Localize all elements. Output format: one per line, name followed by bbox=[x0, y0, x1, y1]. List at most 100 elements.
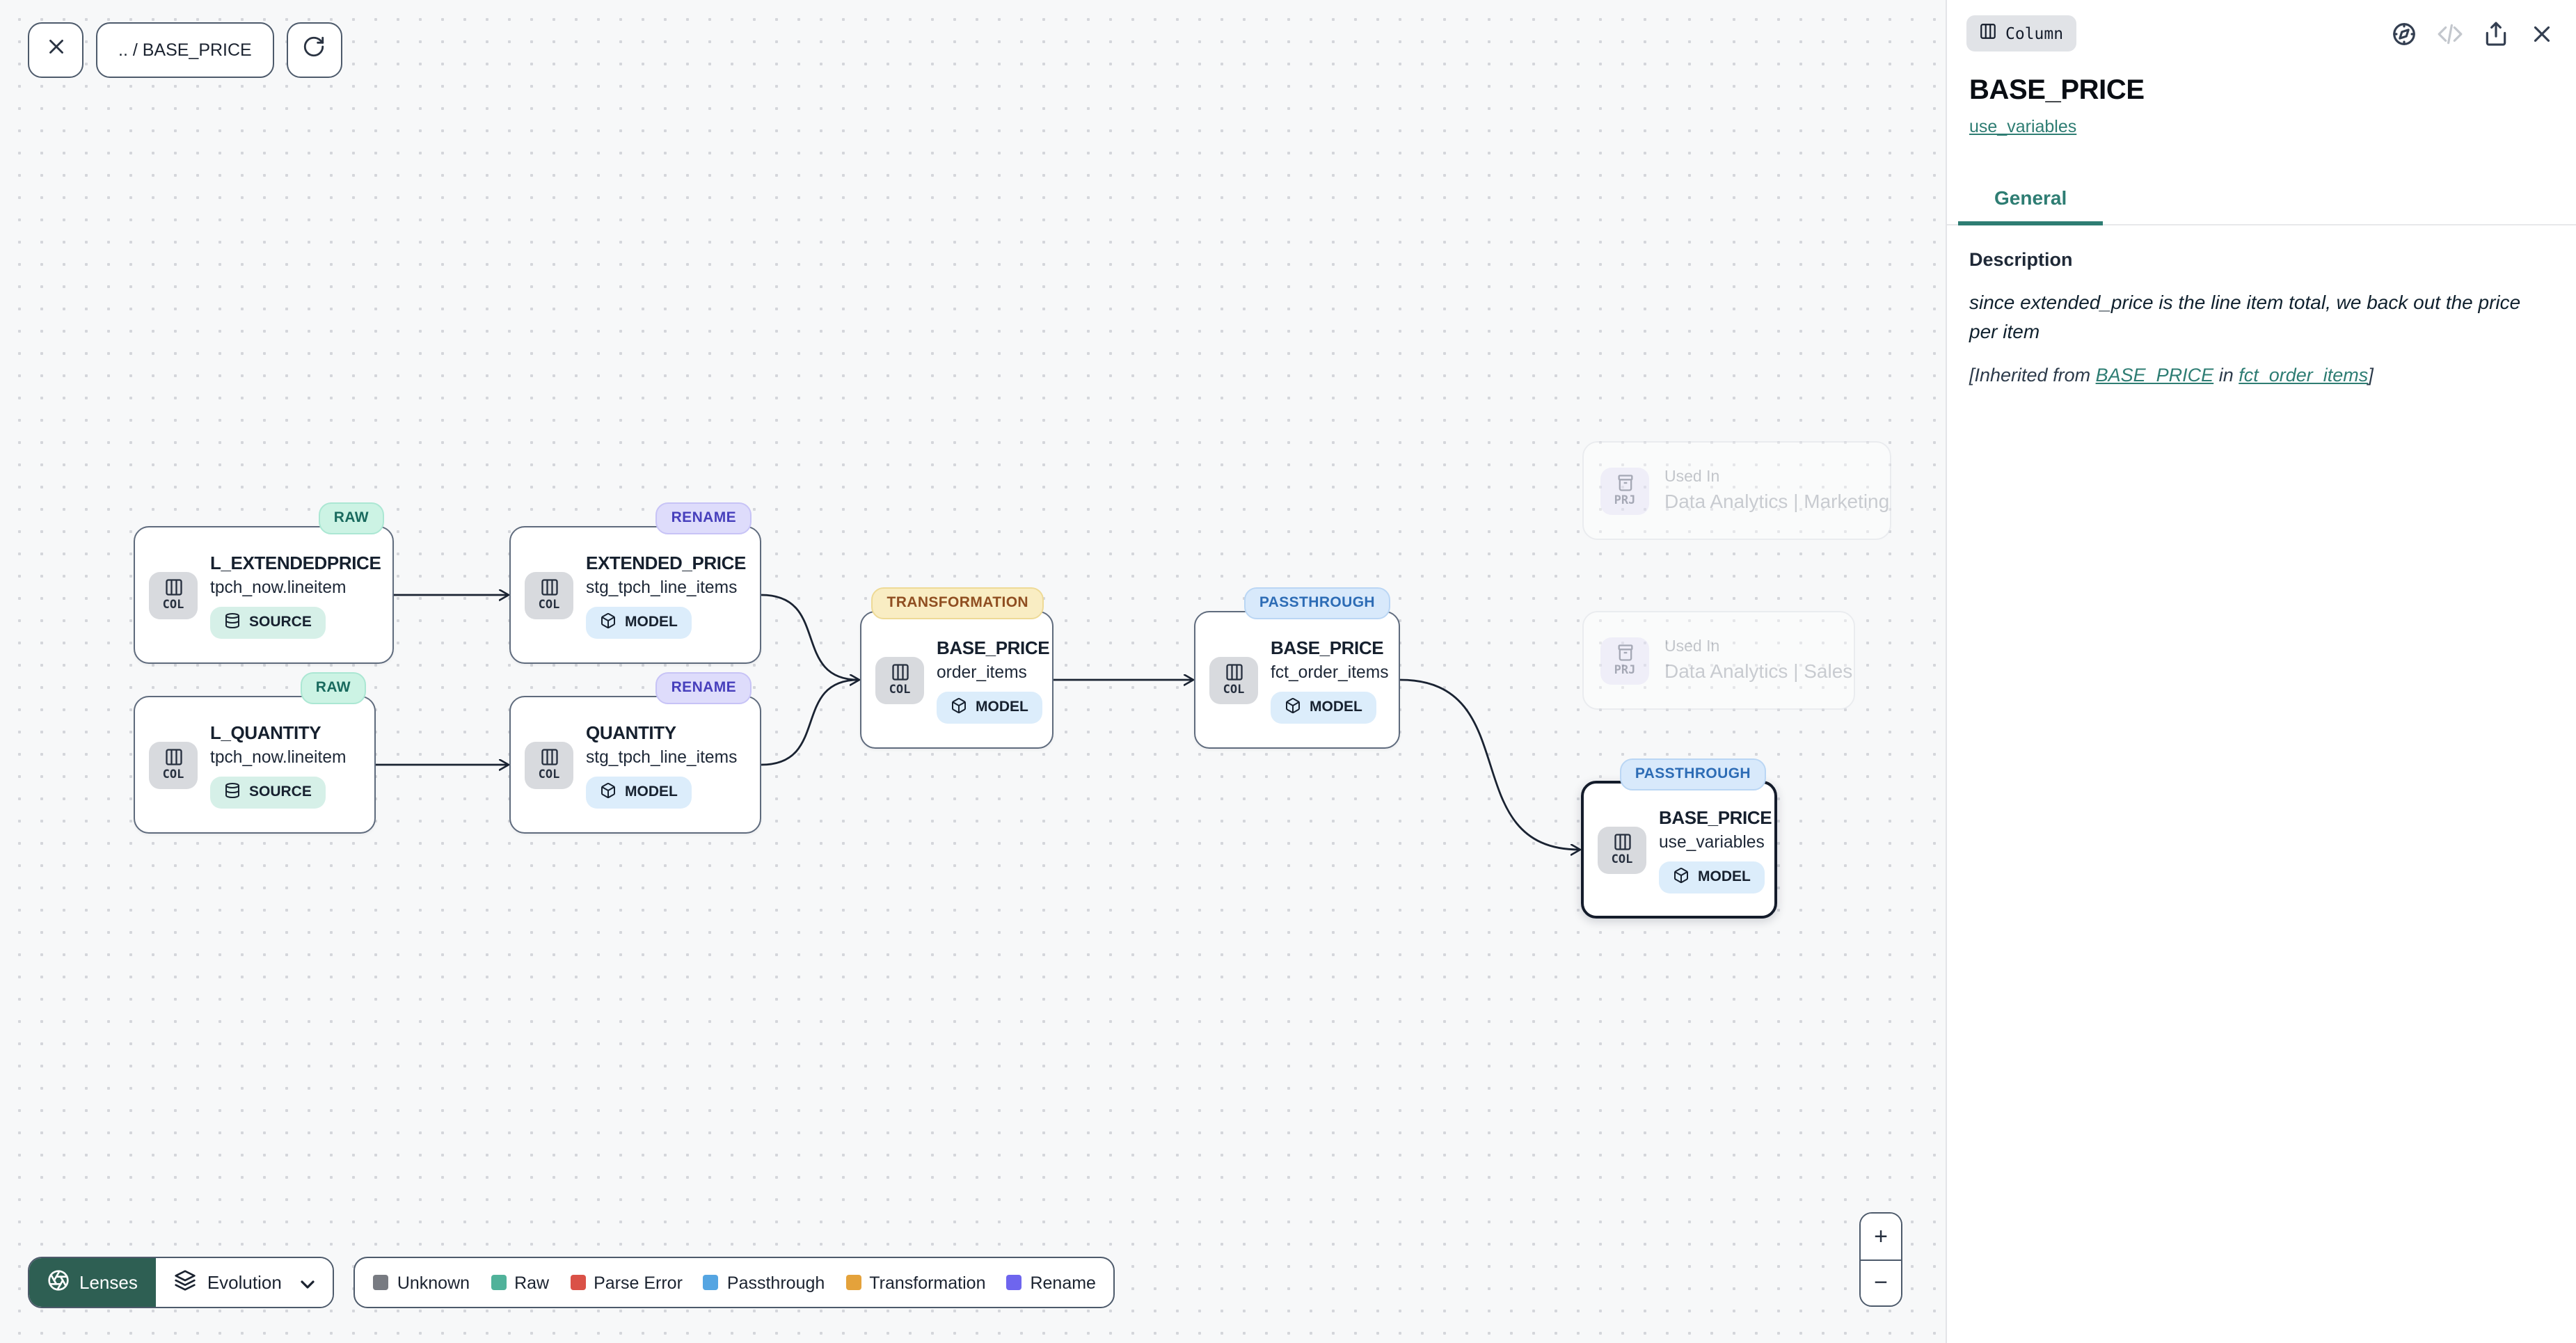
zoom-out-button[interactable]: − bbox=[1861, 1259, 1901, 1305]
database-icon bbox=[224, 781, 241, 802]
lenses-label: Lenses bbox=[79, 1272, 138, 1293]
legend-color-chip bbox=[703, 1275, 719, 1290]
node-kind-chip: MODEL bbox=[937, 691, 1042, 723]
description-text: since extended_price is the line item to… bbox=[1969, 291, 2521, 342]
chevron-down-icon bbox=[297, 1273, 315, 1292]
lens-badge: RAW bbox=[318, 502, 384, 534]
node-subtitle: tpch_now.lineitem bbox=[210, 747, 347, 766]
lineage-edge bbox=[761, 594, 859, 680]
code-icon[interactable] bbox=[2435, 19, 2463, 47]
inherited-note: [Inherited from BASE_PRICE in fct_order_… bbox=[1969, 365, 2554, 386]
close-icon bbox=[44, 35, 67, 65]
legend-item-rename: Rename bbox=[1006, 1273, 1096, 1292]
zoom-controls: + − bbox=[1859, 1212, 1902, 1307]
inherited-suffix: ] bbox=[2368, 365, 2374, 386]
legend-label: Raw bbox=[514, 1273, 550, 1292]
model-link[interactable]: use_variables bbox=[1969, 117, 2077, 136]
bottom-bar: Lenses Evolution Unknown Raw Parse Error Pa… bbox=[28, 1257, 1115, 1308]
node-subtitle: use_variables bbox=[1659, 832, 1765, 851]
entity-type-label: Column bbox=[2005, 24, 2064, 43]
breadcrumb-label: .. / BASE_PRICE bbox=[118, 40, 252, 60]
node-title: BASE_PRICE bbox=[937, 637, 1050, 658]
lens-legend: Unknown Raw Parse Error Passthrough Transfor… bbox=[353, 1257, 1115, 1308]
inherited-model-link[interactable]: fct_order_items bbox=[2239, 365, 2369, 386]
legend-label: Parse Error bbox=[594, 1273, 683, 1292]
layers-icon bbox=[174, 1269, 196, 1296]
panel-header: Column bbox=[1947, 0, 2576, 51]
share-icon[interactable] bbox=[2481, 19, 2509, 47]
node-kind-chip: MODEL bbox=[586, 606, 692, 638]
archive-icon: PRJ bbox=[1600, 467, 1649, 514]
refresh-icon bbox=[303, 35, 326, 65]
cube-icon bbox=[1673, 866, 1689, 887]
legend-item-transformation: Transformation bbox=[845, 1273, 985, 1292]
node-kind-chip: SOURCE bbox=[210, 776, 326, 808]
aperture-icon bbox=[47, 1269, 70, 1296]
page-title: BASE_PRICE bbox=[1969, 75, 2145, 106]
cube-icon bbox=[600, 612, 617, 633]
node-subtitle: stg_tpch_line_items bbox=[586, 577, 738, 596]
archive-icon: PRJ bbox=[1600, 637, 1649, 684]
lens-mode-dropdown[interactable]: Evolution bbox=[155, 1258, 333, 1307]
node-kind-chip: SOURCE bbox=[210, 606, 326, 638]
node-subtitle: stg_tpch_line_items bbox=[586, 747, 738, 766]
legend-item-parse-error: Parse Error bbox=[570, 1273, 683, 1292]
legend-color-chip bbox=[373, 1275, 389, 1290]
tab-general[interactable]: General bbox=[1958, 178, 2104, 225]
refresh-button[interactable] bbox=[286, 22, 342, 78]
node-kind-chip: MODEL bbox=[1271, 691, 1376, 723]
inherited-middle: in bbox=[2213, 365, 2239, 386]
canvas-toolbar: .. / BASE_PRICE bbox=[28, 22, 342, 78]
node-title: BASE_PRICE bbox=[1659, 806, 1772, 827]
legend-label: Unknown bbox=[397, 1273, 470, 1292]
lens-badge: PASSTHROUGH bbox=[1243, 587, 1390, 619]
node-title: EXTENDED_PRICE bbox=[586, 552, 746, 573]
columns-icon bbox=[1979, 22, 1997, 45]
columns-icon: COL bbox=[525, 571, 573, 619]
lineage-edge bbox=[1399, 678, 1580, 850]
breadcrumb[interactable]: .. / BASE_PRICE bbox=[96, 22, 274, 78]
cube-icon bbox=[951, 697, 967, 717]
inherited-column-link[interactable]: BASE_PRICE bbox=[2095, 365, 2214, 386]
description-heading: Description bbox=[1969, 249, 2073, 270]
node-subtitle: order_items bbox=[937, 662, 1027, 681]
node-title: L_QUANTITY bbox=[210, 722, 321, 742]
lenses-button[interactable]: Lenses bbox=[29, 1258, 156, 1307]
lens-mode-label: Evolution bbox=[207, 1272, 282, 1293]
legend-item-raw: Raw bbox=[491, 1273, 549, 1292]
panel-icons bbox=[2390, 19, 2555, 47]
close-lineage-button[interactable] bbox=[28, 22, 84, 78]
lens-badge: RAW bbox=[300, 672, 366, 704]
zoom-in-button[interactable]: + bbox=[1861, 1214, 1901, 1259]
legend-item-passthrough: Passthrough bbox=[703, 1273, 825, 1292]
compass-icon[interactable] bbox=[2390, 19, 2417, 47]
columns-icon: COL bbox=[1209, 656, 1258, 704]
close-panel-icon[interactable] bbox=[2527, 19, 2555, 47]
node-kind-chip: MODEL bbox=[586, 776, 692, 808]
node-title: BASE_PRICE bbox=[1271, 637, 1384, 658]
lens-badge: RENAME bbox=[655, 672, 752, 704]
columns-icon: COL bbox=[149, 571, 198, 619]
node-subtitle: tpch_now.lineitem bbox=[210, 577, 347, 596]
node-title: L_EXTENDEDPRICE bbox=[210, 552, 381, 573]
used-in-label: Used In bbox=[1664, 639, 1720, 655]
